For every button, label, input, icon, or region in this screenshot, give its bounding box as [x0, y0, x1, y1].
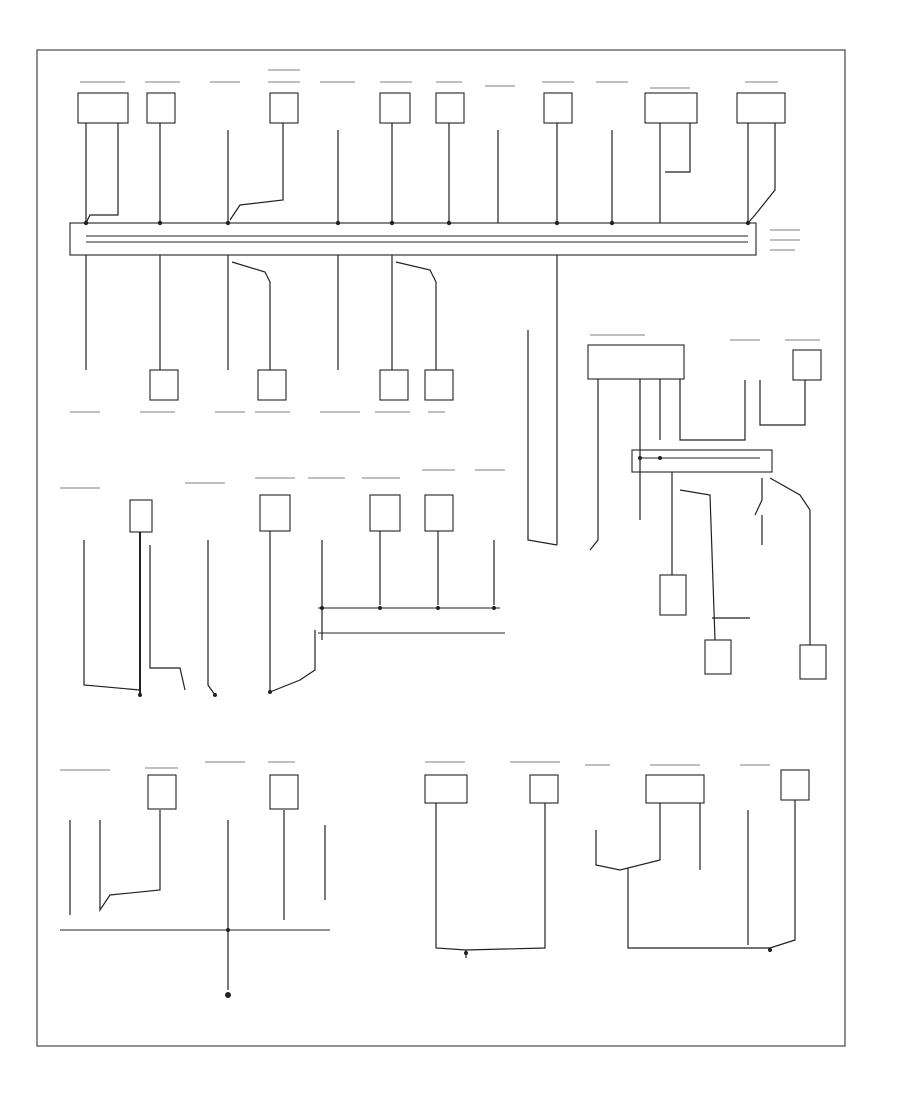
right-middle-section [587, 334, 827, 680]
top-wires [85, 123, 776, 224]
component-box [379, 92, 411, 124]
top-components [77, 92, 786, 124]
below-bus-wires [85, 255, 558, 546]
top-section [69, 69, 800, 546]
component-box [736, 92, 786, 124]
component-box [77, 92, 129, 124]
middle-left-section [60, 469, 505, 697]
mid-row-components [70, 369, 454, 413]
component-box [644, 92, 698, 124]
bottom-left-section [60, 761, 330, 998]
component-box [543, 92, 573, 124]
top-bus [69, 220, 800, 256]
component-box [269, 92, 299, 124]
diagram-border [36, 49, 846, 1047]
component-box [435, 92, 465, 124]
bottom-right-section [424, 761, 810, 958]
component-box [146, 92, 176, 124]
top-header-marks [80, 69, 778, 89]
